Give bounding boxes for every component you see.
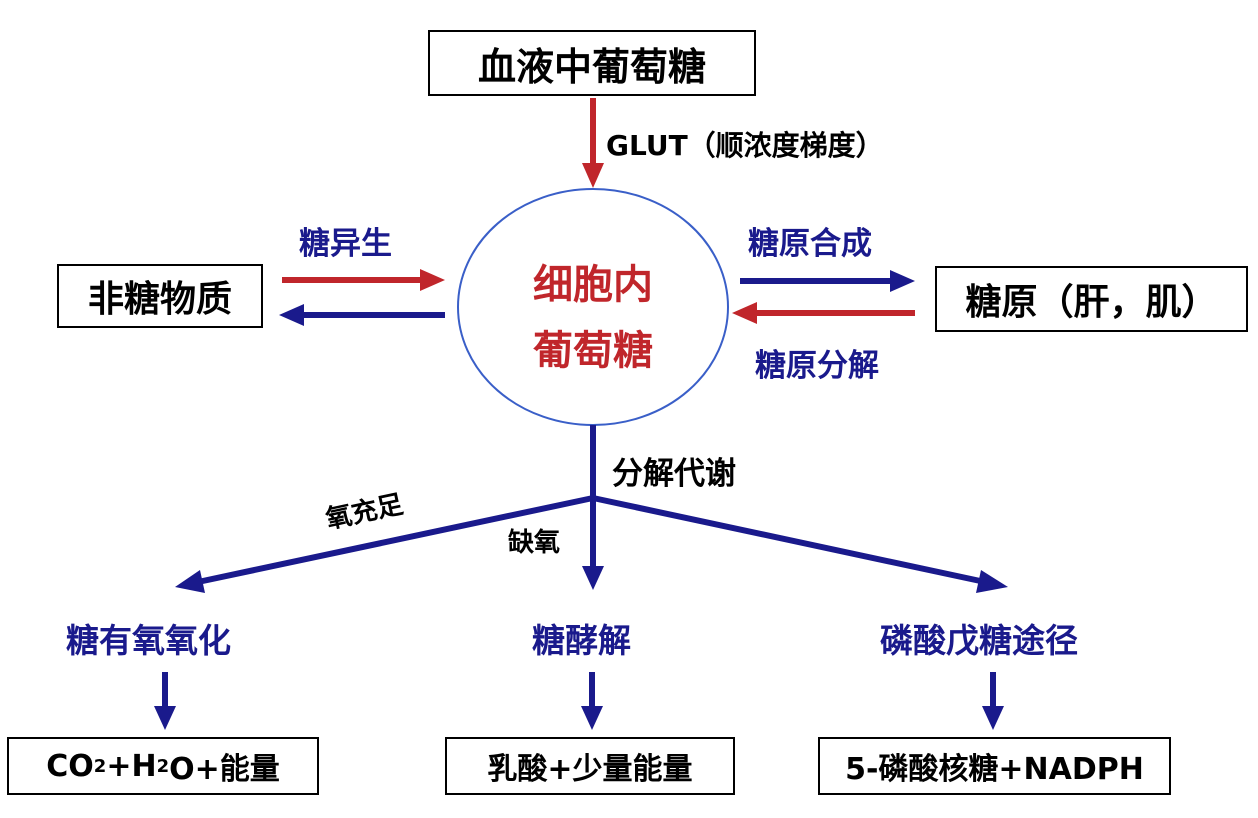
ppp-product-box: 5-磷酸核糖+NADPH	[818, 737, 1171, 795]
aerobic-oxidation-label: 糖有氧氧化	[66, 621, 231, 660]
co2-subscript: 2	[93, 755, 107, 777]
center-label-line2: 葡萄糖	[533, 328, 653, 374]
glycogenesis-arrow	[740, 270, 915, 292]
glycolysis-reverse-arrow	[279, 304, 445, 326]
aerobic-product-arrow	[154, 672, 176, 730]
ppp-product-arrow	[982, 672, 1004, 730]
h2o-text: +H	[106, 748, 157, 784]
co2-text: CO	[46, 748, 94, 784]
catabolism-label: 分解代谢	[612, 456, 736, 492]
gluconeogenesis-label: 糖异生	[299, 226, 392, 262]
glycogen-box: 糖原（肝，肌）	[935, 266, 1248, 332]
branch-ppp-arrow	[592, 495, 1008, 593]
h2o-subscript: 2	[156, 755, 170, 777]
branch-glycolysis-arrow	[582, 498, 604, 590]
glut-arrow	[582, 98, 604, 188]
glycolysis-product-box: 乳酸+少量能量	[445, 737, 735, 795]
ppp-label: 磷酸戊糖途径	[880, 621, 1078, 660]
glycolysis-product-arrow	[581, 672, 603, 730]
oxygen-lacking-label: 缺氧	[508, 528, 561, 558]
glycogenolysis-label: 糖原分解	[755, 348, 879, 384]
glycolysis-label: 糖酵解	[532, 621, 631, 660]
center-label-line1: 细胞内	[533, 262, 653, 308]
blood-glucose-box: 血液中葡萄糖	[428, 30, 756, 96]
branch-aerobic-arrow	[175, 495, 594, 593]
non-sugar-box: 非糖物质	[57, 264, 263, 328]
glycogenolysis-arrow	[732, 302, 915, 324]
energy-text: O+能量	[169, 752, 280, 787]
glycogenesis-label: 糖原合成	[748, 226, 872, 262]
gluconeogenesis-arrow	[282, 269, 445, 291]
glut-label: GLUT（顺浓度梯度）	[606, 129, 884, 162]
